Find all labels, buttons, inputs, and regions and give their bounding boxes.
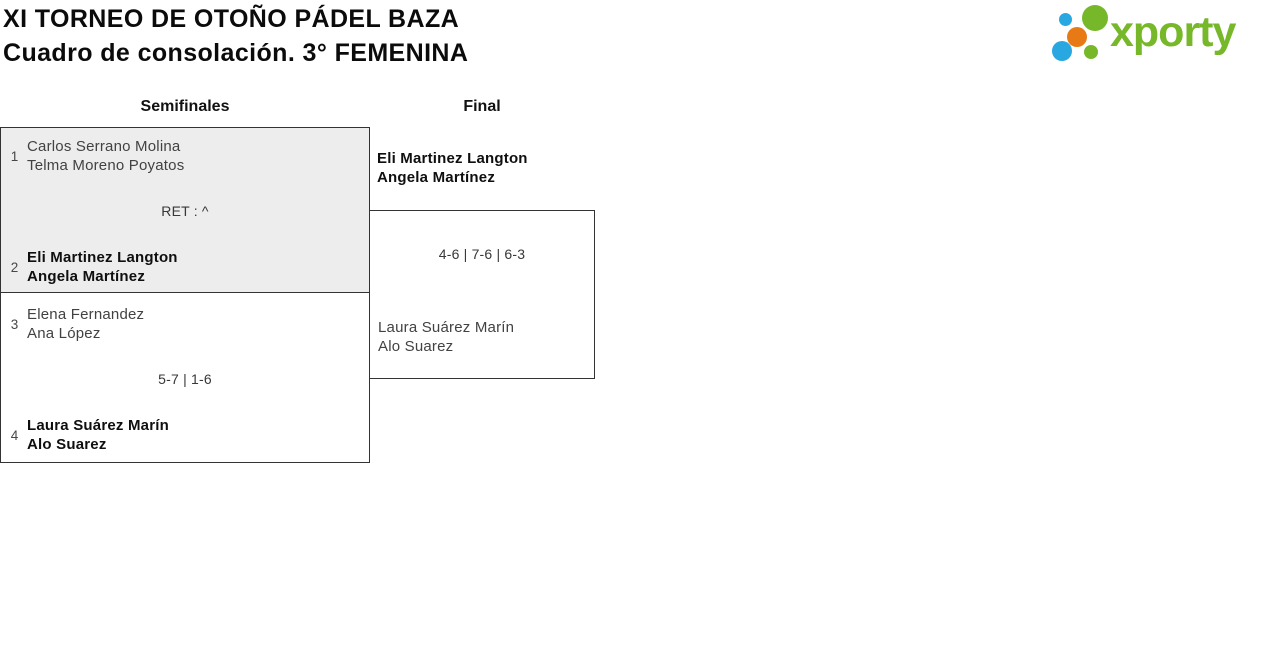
round-header-final: Final bbox=[463, 98, 501, 115]
team-entry: 2 Eli Martinez Langton Angela Martínez bbox=[7, 248, 178, 286]
team-entry: Laura Suárez Marín Alo Suarez bbox=[378, 318, 514, 356]
match-semifinal-2: 3 Elena Fernandez Ana López 5-7 | 1-6 4 … bbox=[0, 293, 370, 463]
player-name: Elena Fernandez bbox=[27, 306, 145, 323]
page-title: XI TORNEO DE OTOÑO PÁDEL BAZA bbox=[3, 5, 460, 33]
player-name: Carlos Serrano Molina bbox=[27, 138, 181, 155]
final-winner-team: Eli Martinez Langton Angela Martínez bbox=[377, 149, 528, 187]
player-name: Alo Suarez bbox=[27, 436, 107, 453]
team-entry: 1 Carlos Serrano Molina Telma Moreno Poy… bbox=[7, 137, 184, 175]
player-name: Eli Martinez Langton bbox=[27, 249, 178, 266]
player-name: Telma Moreno Poyatos bbox=[27, 157, 185, 174]
seed-number: 2 bbox=[10, 259, 19, 275]
logo-dot-orange-icon bbox=[1067, 27, 1087, 47]
player-name: Eli Martinez Langton bbox=[377, 150, 528, 167]
player-name: Angela Martínez bbox=[27, 268, 146, 285]
logo-dot-green-small-icon bbox=[1084, 45, 1098, 59]
player-name: Alo Suarez bbox=[378, 338, 454, 355]
match-semifinal-1: 1 Carlos Serrano Molina Telma Moreno Poy… bbox=[0, 127, 370, 293]
logo-dot-blue-small-icon bbox=[1059, 13, 1072, 26]
team-entry: 4 Laura Suárez Marín Alo Suarez bbox=[7, 416, 169, 454]
page-subtitle: Cuadro de consolación. 3° FEMENINA bbox=[3, 39, 469, 67]
player-name: Laura Suárez Marín bbox=[378, 319, 515, 336]
seed-number: 4 bbox=[10, 427, 19, 443]
player-name: Angela Martínez bbox=[377, 169, 496, 186]
match-score: RET : ^ bbox=[161, 203, 209, 219]
match-score: 4-6 | 7-6 | 6-3 bbox=[438, 246, 526, 262]
logo-dot-green-large-icon bbox=[1082, 5, 1108, 31]
xporty-logo[interactable]: xporty bbox=[1048, 3, 1276, 67]
logo-dot-blue-large-icon bbox=[1052, 41, 1072, 61]
team-entry: 3 Elena Fernandez Ana López bbox=[7, 305, 144, 343]
match-score: 5-7 | 1-6 bbox=[158, 371, 212, 387]
round-header-semifinals: Semifinales bbox=[140, 98, 230, 115]
match-final: 4-6 | 7-6 | 6-3 Laura Suárez Marín Alo S… bbox=[369, 210, 595, 379]
seed-number: 3 bbox=[10, 316, 19, 332]
seed-number: 1 bbox=[10, 148, 19, 164]
player-name: Laura Suárez Marín bbox=[27, 417, 169, 434]
logo-wordmark: xporty bbox=[1110, 8, 1236, 56]
player-name: Ana López bbox=[27, 325, 101, 342]
